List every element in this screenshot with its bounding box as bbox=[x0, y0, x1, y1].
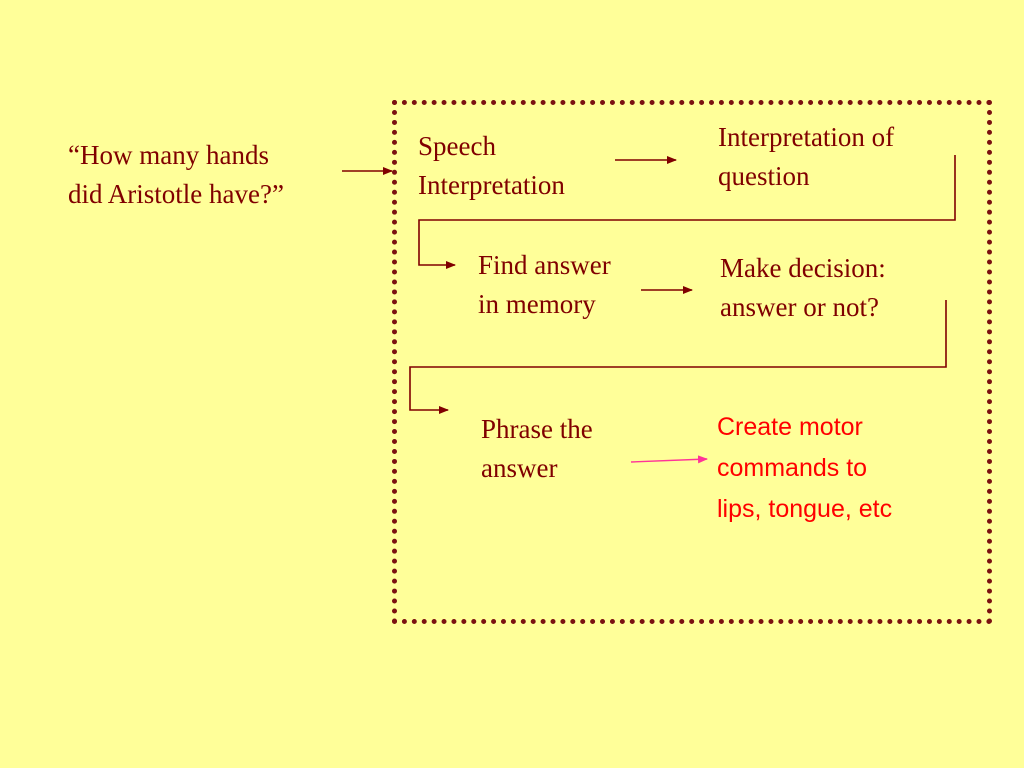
arrow-decision-to-phrase bbox=[409, 300, 947, 414]
step-interpretation-of-question: Interpretation of question bbox=[718, 122, 895, 191]
step-motor-commands: Create motor commands to lips, tongue, e… bbox=[717, 413, 893, 523]
step-phrase-answer: Phrase the answer bbox=[481, 414, 593, 483]
step-speech-interpretation: Speech Interpretation bbox=[418, 131, 565, 200]
step-find-answer: Find answer in memory bbox=[478, 250, 611, 319]
question-text: “How many hands did Aristotle have?” bbox=[68, 140, 284, 209]
arrow-phrase-to-motor bbox=[630, 455, 708, 464]
arrow-interpretation-to-find-answer bbox=[418, 155, 956, 269]
process-frame bbox=[392, 100, 992, 624]
step-make-decision: Make decision: answer or not? bbox=[720, 253, 886, 322]
